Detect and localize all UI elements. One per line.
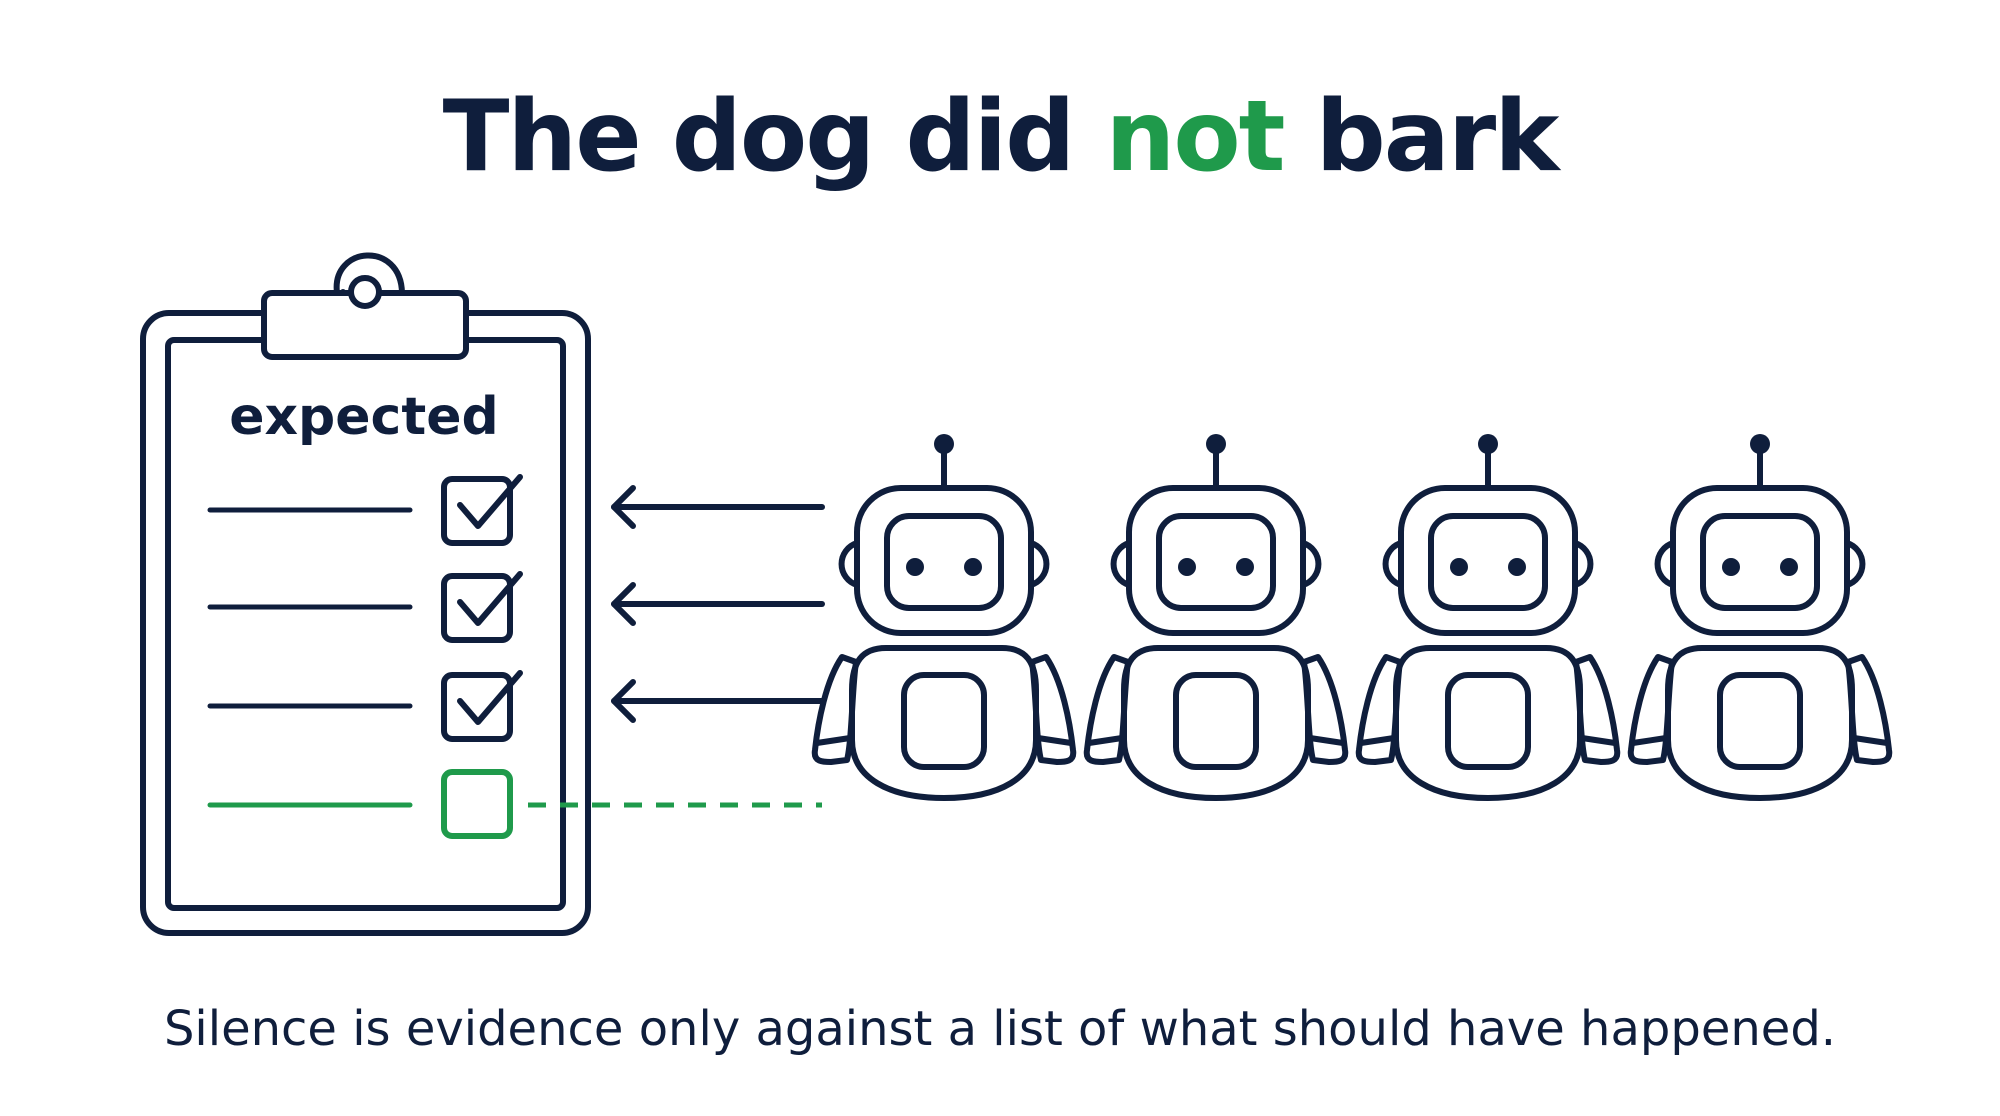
robot-eye-left <box>1450 558 1468 576</box>
checklist-item <box>207 571 523 643</box>
robot-antenna-tip <box>934 434 954 454</box>
robot-ear-right <box>1028 540 1050 588</box>
robot-face-screen <box>1156 513 1276 611</box>
robot-ear-left <box>1110 540 1132 588</box>
robot-ear-right <box>1572 540 1594 588</box>
robot-antenna-tip <box>1478 434 1498 454</box>
robot-eye-right <box>1236 558 1254 576</box>
checklist-item <box>207 670 523 742</box>
robot-antenna-tip <box>1750 434 1770 454</box>
robot-row <box>811 434 1893 801</box>
robot-eye-right <box>964 558 982 576</box>
robot-hand-right <box>1307 735 1346 746</box>
robot-head <box>1398 485 1578 636</box>
robot-head <box>854 485 1034 636</box>
robot-hand-left <box>1358 735 1397 746</box>
robot-body <box>1665 645 1855 801</box>
robot-antenna-tip <box>1206 434 1226 454</box>
robot-chest-panel <box>1717 672 1803 770</box>
robot-icon <box>811 434 1077 801</box>
robot-chest-panel <box>1445 672 1531 770</box>
title-after: bark <box>1283 80 1560 194</box>
robot-eye-left <box>1178 558 1196 576</box>
robot-icon <box>1627 434 1893 801</box>
robot-chest-panel <box>901 672 987 770</box>
caption: Silence is evidence only against a list … <box>163 1001 1837 1057</box>
robot-hand-right <box>1851 735 1890 746</box>
page-title: The dog did not bark <box>0 88 2000 186</box>
arrow-left-icon <box>611 582 825 626</box>
robot-face-screen <box>884 513 1004 611</box>
checkbox-checked <box>441 672 513 742</box>
check-mark-icon <box>457 571 523 626</box>
title-accent-word: not <box>1105 80 1286 194</box>
checklist-item-missing <box>207 769 513 839</box>
robot-hand-left <box>1630 735 1669 746</box>
robot-face-screen <box>1700 513 1820 611</box>
robot-icon <box>1083 434 1349 801</box>
robot-eye-left <box>906 558 924 576</box>
robot-face-screen <box>1428 513 1548 611</box>
clipboard-clip-hole <box>348 275 382 309</box>
arrow-left-icon <box>611 679 825 723</box>
robot-chest-panel <box>1173 672 1259 770</box>
title-before: The dog did <box>442 80 1106 194</box>
checkbox-checked <box>441 476 513 546</box>
robot-icon <box>1355 434 1621 801</box>
clipboard <box>140 252 591 936</box>
checkbox-empty <box>441 769 513 839</box>
robot-hand-right <box>1035 735 1074 746</box>
robot-head <box>1126 485 1306 636</box>
robot-hand-right <box>1579 735 1618 746</box>
clipboard-heading: expected <box>229 387 498 447</box>
robot-body <box>849 645 1039 801</box>
robot-body <box>1121 645 1311 801</box>
report-arrows <box>611 485 825 723</box>
robot-body <box>1393 645 1583 801</box>
robot-head <box>1670 485 1850 636</box>
robot-ear-left <box>1382 540 1404 588</box>
robot-eye-left <box>1722 558 1740 576</box>
arrow-left-icon <box>611 485 825 529</box>
checkbox-checked <box>441 573 513 643</box>
robot-eye-right <box>1508 558 1526 576</box>
robot-ear-right <box>1844 540 1866 588</box>
robot-ear-left <box>838 540 860 588</box>
checklist <box>207 474 523 839</box>
robot-hand-left <box>814 735 853 746</box>
check-mark-icon <box>457 670 523 725</box>
check-mark-icon <box>457 474 523 529</box>
robot-hand-left <box>1086 735 1125 746</box>
robot-ear-left <box>1654 540 1676 588</box>
robot-eye-right <box>1780 558 1798 576</box>
robot-ear-right <box>1300 540 1322 588</box>
checklist-item <box>207 474 523 546</box>
